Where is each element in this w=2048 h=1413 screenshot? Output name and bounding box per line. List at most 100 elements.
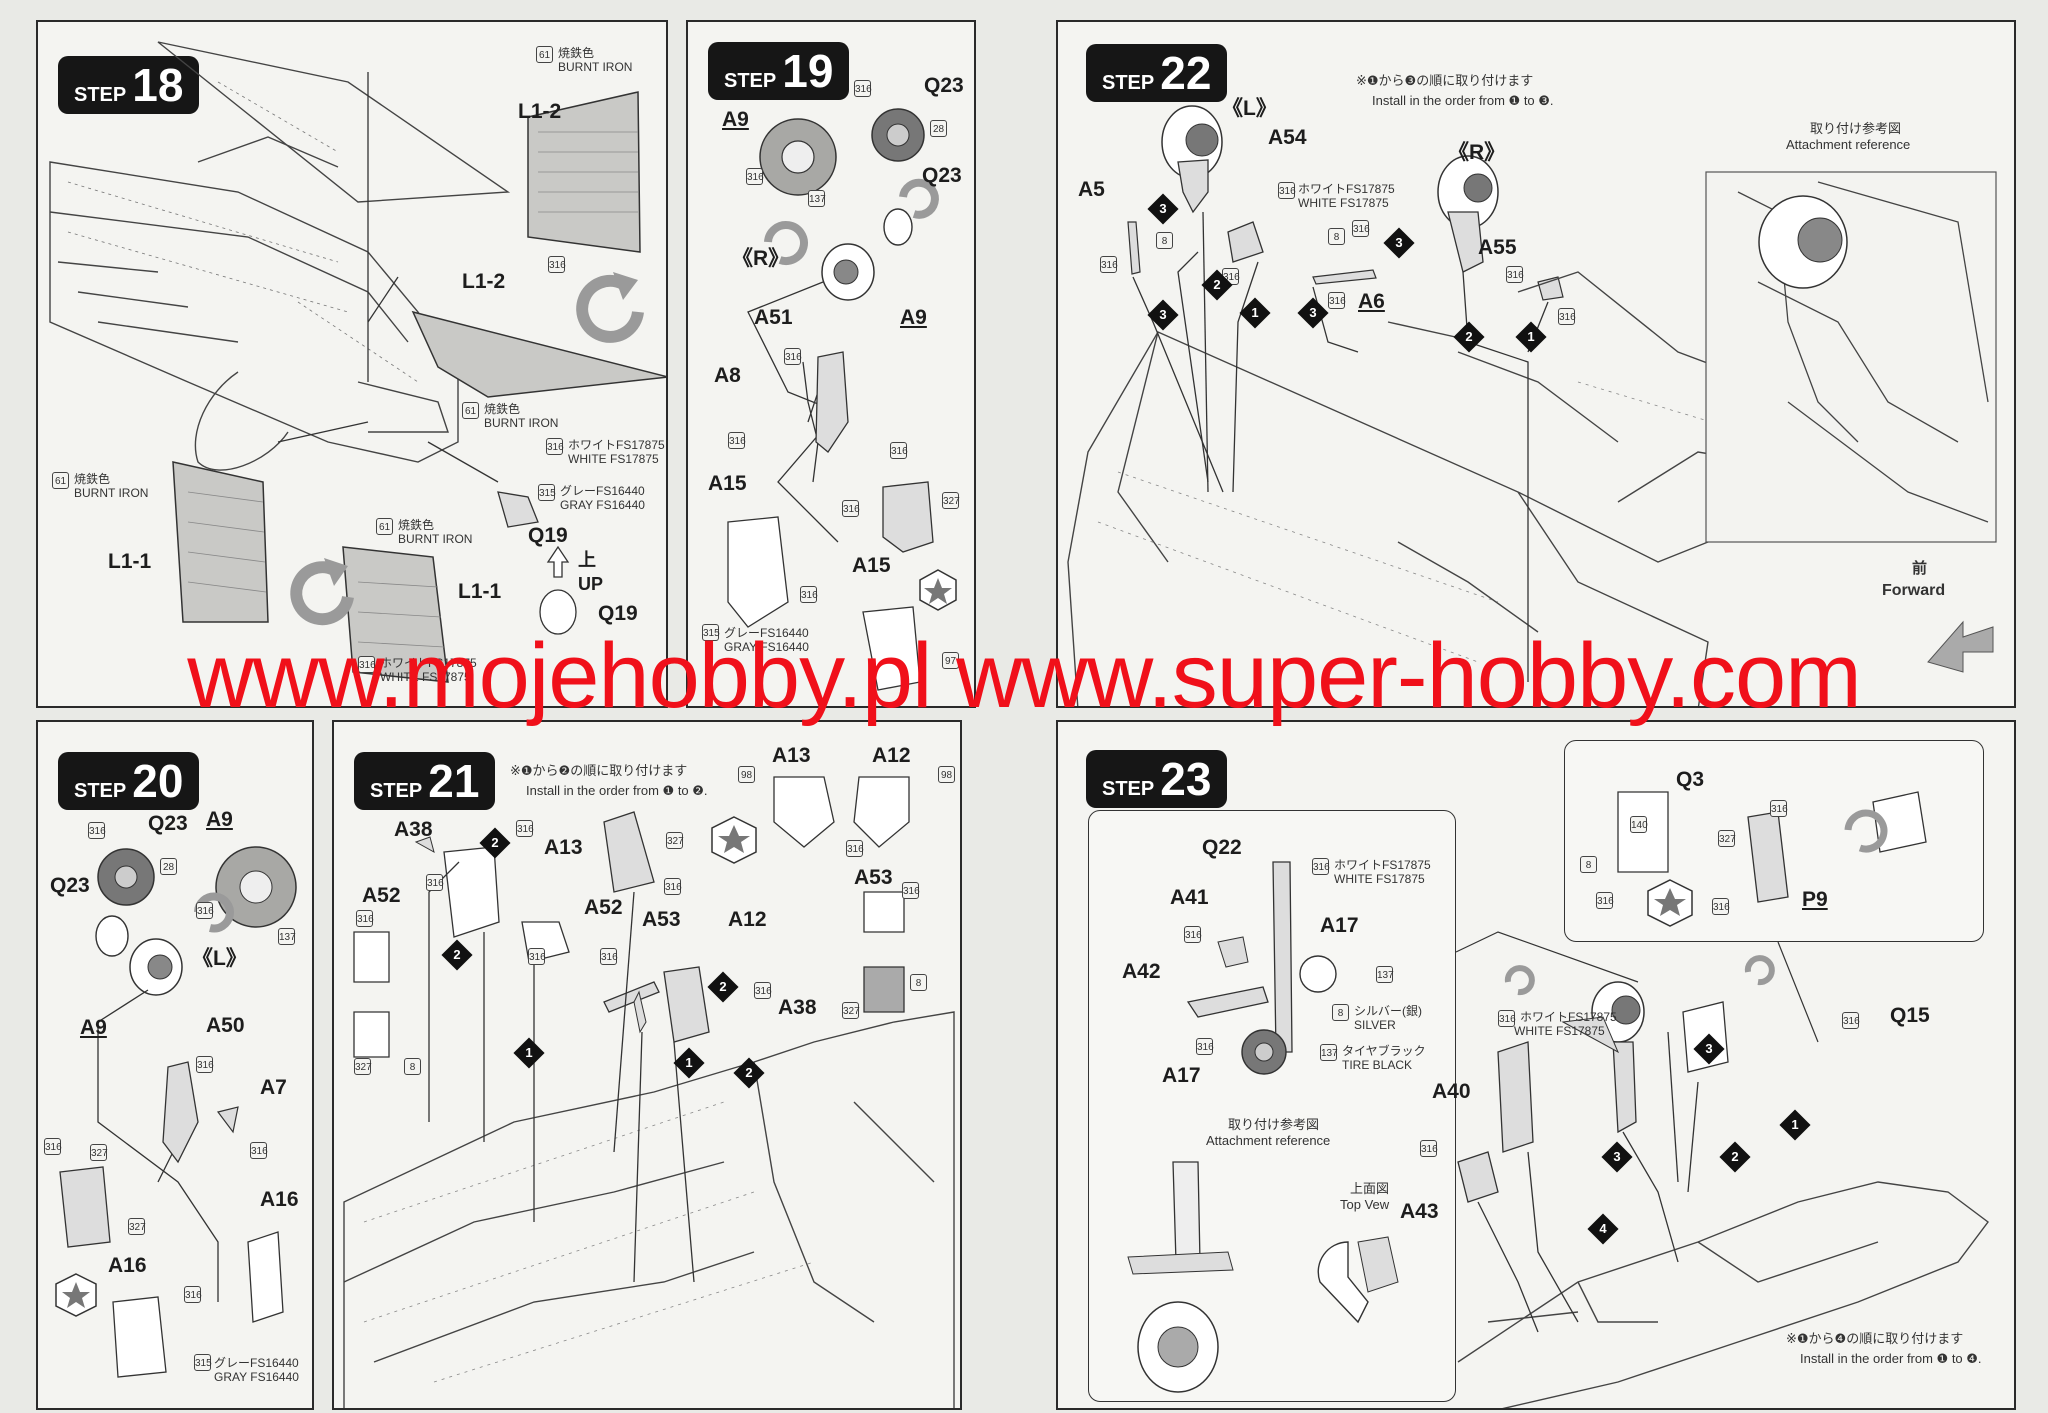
paint-burnt-iron-en-3: BURNT IRON (74, 486, 149, 500)
order-note-jp: ※❶から❸の順に取り付けます (1356, 73, 1534, 88)
paint-burnt-iron-jp: 焼鉄色 (558, 46, 595, 60)
step-21-badge: STEP 21 (354, 752, 496, 810)
label-a54: A54 (1268, 126, 1307, 149)
label-a9: A9 (722, 108, 749, 131)
label-a40: A40 (1432, 1080, 1471, 1103)
step-20-drawing (55, 846, 297, 1378)
order-mark: 3 (1147, 193, 1179, 225)
paint-code: 316 (1420, 1140, 1438, 1157)
paint-code: 327 (942, 492, 960, 509)
paint-code: 8 (1332, 1004, 1349, 1021)
paint-burnt-iron-en: BURNT IRON (558, 60, 633, 74)
step-21-drawing (343, 776, 955, 1408)
paint-white-jp: ホワイトFS17875 (1298, 182, 1395, 196)
paint-code: 98 (738, 766, 755, 783)
order-mark-num: 4 (1599, 1221, 1607, 1236)
paint-code: 315 (702, 624, 720, 641)
paint-code: 327 (90, 1144, 108, 1161)
step-number: 19 (782, 45, 834, 97)
label-a8: A8 (714, 364, 741, 387)
paint-code: 316 (842, 500, 860, 517)
step-number: 23 (1160, 753, 1212, 805)
paint-code: 97 (942, 652, 959, 669)
order-mark: 1 (1779, 1109, 1811, 1141)
order-mark: 2 (707, 971, 739, 1003)
label-a42: A42 (1122, 960, 1161, 983)
label-l1-1-right: L1-1 (458, 580, 502, 603)
step-word: STEP (1102, 72, 1155, 94)
paint-code: 315 (194, 1354, 212, 1371)
paint-white-en: WHITE FS17875 (1298, 196, 1389, 210)
order-mark: 1 (1515, 321, 1547, 353)
step-20-badge: STEP 20 (58, 752, 200, 810)
order-mark: 2 (1719, 1141, 1751, 1173)
order-mark: 3 (1297, 297, 1329, 329)
step-22-panel: STEP 22 ※❶から❸の順に取り付けます Install in the or… (1056, 20, 2016, 708)
paint-code: 316 (600, 948, 618, 965)
step-23-badge: STEP 23 (1086, 750, 1228, 808)
order-note-jp: ※❶から❷の順に取り付けます (510, 763, 688, 778)
top-view-jp: 上面図 (1350, 1181, 1390, 1196)
paint-code: 327 (666, 832, 684, 849)
paint-code: 316 (800, 586, 818, 603)
paint-code: 327 (1718, 830, 1736, 847)
step-18-drawing (49, 41, 666, 683)
step-19-drawing (727, 108, 957, 691)
label-a52: A52 (362, 884, 401, 907)
paint-silver-jp: シルバー(銀) (1354, 1004, 1422, 1018)
paint-white-en-2: WHITE FS17875 (1514, 1024, 1605, 1038)
paint-gray-en: GRAY FS16440 (214, 1370, 299, 1384)
order-mark-num: 1 (525, 1045, 533, 1060)
paint-code: 316 (1770, 800, 1788, 817)
paint-code: 98 (938, 766, 955, 783)
paint-code: 316 (546, 438, 564, 455)
paint-white-jp: ホワイトFS17875 (1334, 858, 1431, 872)
label-a9-2: A9 (900, 306, 927, 329)
paint-code: 316 (250, 1142, 268, 1159)
label-a52-2: A52 (584, 896, 623, 919)
order-mark-num: 2 (453, 947, 461, 962)
order-mark: 4 (1587, 1213, 1619, 1245)
paint-code: 316 (1712, 898, 1730, 915)
paint-code: 316 (1278, 182, 1296, 199)
label-l-side: 《L》 (192, 947, 247, 970)
label-a13: A13 (772, 744, 811, 767)
label-r-side: 《R》 (732, 247, 790, 270)
label-a15: A15 (708, 472, 747, 495)
step-number: 20 (132, 755, 184, 807)
paint-gray-en: GRAY FS16440 (724, 640, 809, 654)
order-mark-num: 3 (1159, 201, 1167, 216)
paint-code: 316 (88, 822, 106, 839)
paint-white-jp-2: ホワイトFS17875 (1520, 1010, 1617, 1024)
order-mark: 3 (1601, 1141, 1633, 1173)
paint-code: 316 (184, 1286, 202, 1303)
order-mark: 1 (673, 1047, 705, 1079)
order-mark: 2 (479, 827, 511, 859)
paint-code: 316 (746, 168, 764, 185)
paint-code: 316 (728, 432, 746, 449)
label-a13-2: A13 (544, 836, 583, 859)
label-q23-2: Q23 (922, 164, 962, 187)
paint-tire-jp: タイヤブラック (1342, 1044, 1426, 1058)
label-a17: A17 (1320, 914, 1359, 937)
label-a7: A7 (260, 1076, 287, 1099)
step-18-panel: STEP 18 (36, 20, 668, 708)
paint-code: 316 (890, 442, 908, 459)
order-mark-num: 3 (1159, 307, 1167, 322)
step-word: STEP (74, 780, 127, 802)
paint-code: 316 (1498, 1010, 1516, 1027)
order-mark: 3 (1383, 227, 1415, 259)
paint-gray-en: GRAY FS16440 (560, 498, 645, 512)
gear-detail-inset (1088, 810, 1456, 1402)
paint-code: 137 (1320, 1044, 1338, 1061)
order-note-en: Install in the order from ❶ to ❹. (1800, 1351, 1982, 1366)
label-l1-2-mid: L1-2 (462, 270, 506, 293)
paint-code: 8 (910, 974, 927, 991)
paint-code: 315 (538, 484, 556, 501)
label-a53: A53 (642, 908, 681, 931)
paint-code: 316 (1842, 1012, 1860, 1029)
label-a12-2: A12 (728, 908, 767, 931)
label-a15-2: A15 (852, 554, 891, 577)
paint-burnt-iron-jp-3: 焼鉄色 (74, 472, 111, 486)
label-a12: A12 (872, 744, 911, 767)
